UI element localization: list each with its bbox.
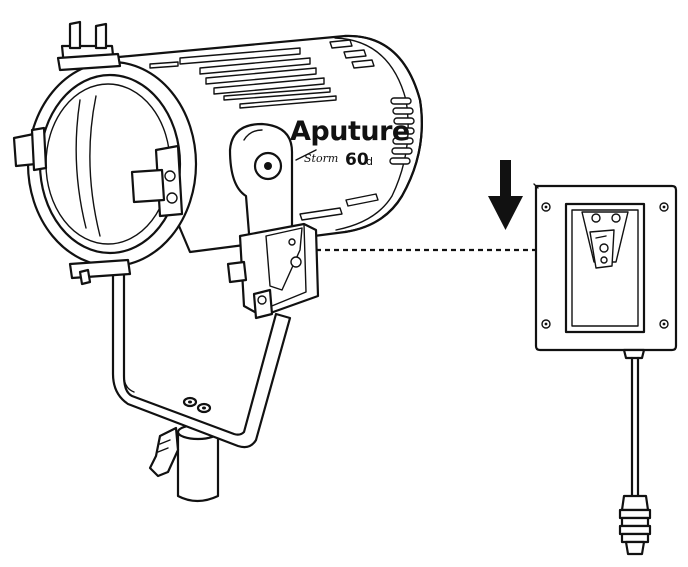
stand-spigot xyxy=(148,423,220,503)
down-arrow-icon xyxy=(488,160,523,230)
v-mount-plate xyxy=(226,222,320,320)
brand-logo: Aputure xyxy=(290,116,410,147)
yoke xyxy=(111,250,292,449)
power-cable xyxy=(618,348,652,556)
left-clip xyxy=(12,126,48,172)
bottom-clip xyxy=(68,258,132,286)
rear-vents xyxy=(389,97,415,165)
v-mount-receptacle xyxy=(564,202,646,334)
yoke-arm-knob xyxy=(228,122,294,248)
model-number: 60 xyxy=(345,150,369,170)
light-fixture: Aputure Storm 60 d xyxy=(12,20,423,503)
top-clip xyxy=(56,20,122,72)
series-name: Storm xyxy=(304,152,338,165)
battery-plate xyxy=(533,183,678,556)
model-suffix: d xyxy=(366,155,373,168)
top-vents xyxy=(149,39,375,109)
ring-latch xyxy=(130,144,184,218)
